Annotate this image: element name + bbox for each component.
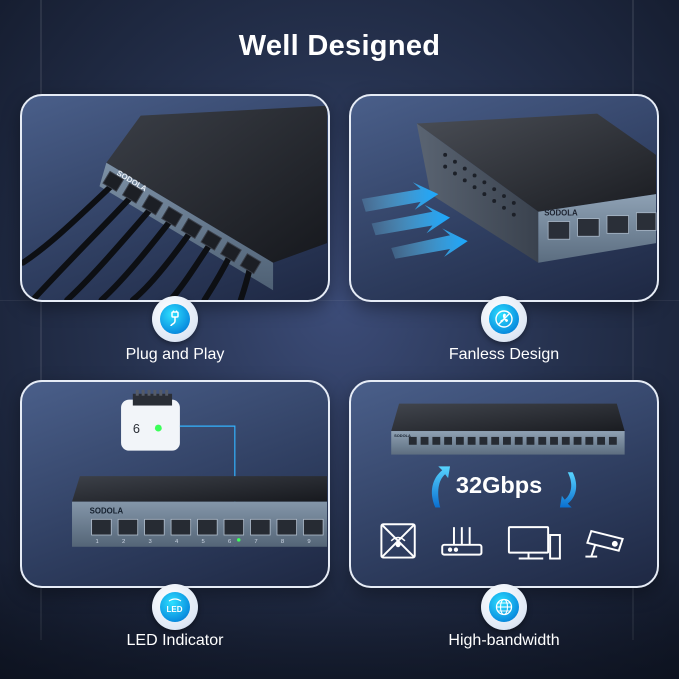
switch-bandwidth-illustration: SODOLA 32Gbps: [380, 403, 625, 560]
backdrop-line-right: [632, 0, 634, 640]
switch-airflow-illustration: SODOLA: [361, 113, 657, 263]
backdrop-line-mid: [0, 300, 679, 301]
svg-text:9: 9: [307, 539, 310, 545]
switch-cables-illustration: SODOLA: [22, 105, 328, 300]
svg-text:3: 3: [149, 539, 153, 545]
brand-logo-text: SODOLA: [544, 209, 578, 218]
svg-text:SODOLA: SODOLA: [394, 433, 411, 438]
desktop-computer-icon: [507, 526, 561, 560]
plug-badge: [152, 296, 198, 342]
security-camera-icon: [585, 529, 624, 558]
svg-text:2: 2: [122, 539, 125, 545]
svg-text:6: 6: [228, 539, 232, 545]
fan-icon: [489, 304, 519, 334]
fan-badge: [481, 296, 527, 342]
feature-card-led-indicator: 6 SODOLA 1 2 3 4 5 6 7 8: [20, 380, 330, 588]
plug-icon: [160, 304, 190, 334]
download-arrow-icon: [559, 472, 577, 508]
wifi-access-point-icon: [380, 523, 416, 559]
led-indicator-light: [154, 424, 162, 432]
led-callout-port-number: 6: [133, 421, 140, 436]
led-icon: LED: [160, 592, 190, 622]
feature-label-led-indicator: LED Indicator: [126, 632, 224, 649]
feature-card-high-bandwidth: SODOLA 32Gbps: [349, 380, 659, 588]
feature-label-fanless-design: Fanless Design: [448, 346, 560, 363]
svg-text:7: 7: [254, 539, 257, 545]
feature-card-fanless-design: SODOLA: [349, 94, 659, 302]
feature-card-plug-and-play: SODOLA: [20, 94, 330, 302]
led-badge: LED: [152, 584, 198, 630]
svg-text:5: 5: [201, 539, 205, 545]
led-callout-box: [121, 399, 180, 451]
globe-badge: [481, 584, 527, 630]
feature-label-plug-and-play: Plug and Play: [125, 346, 225, 363]
svg-text:4: 4: [175, 539, 179, 545]
port-number-row: 1 2 3 4 5 6 7 8 9: [96, 539, 311, 545]
page-title: Well Designed: [238, 30, 441, 62]
feature-label-high-bandwidth: High-bandwidth: [448, 632, 560, 649]
svg-text:1: 1: [96, 539, 99, 545]
backdrop-line-left: [40, 0, 42, 640]
bandwidth-value: 32Gbps: [456, 472, 542, 498]
upload-arrow-icon: [431, 466, 451, 508]
svg-text:LED: LED: [167, 605, 183, 614]
globe-icon: [489, 592, 519, 622]
router-icon: [441, 527, 483, 556]
svg-text:8: 8: [281, 539, 285, 545]
brand-logo-text: SODOLA: [90, 506, 124, 515]
switch-led-illustration: 6 SODOLA 1 2 3 4 5 6 7 8: [72, 389, 328, 547]
